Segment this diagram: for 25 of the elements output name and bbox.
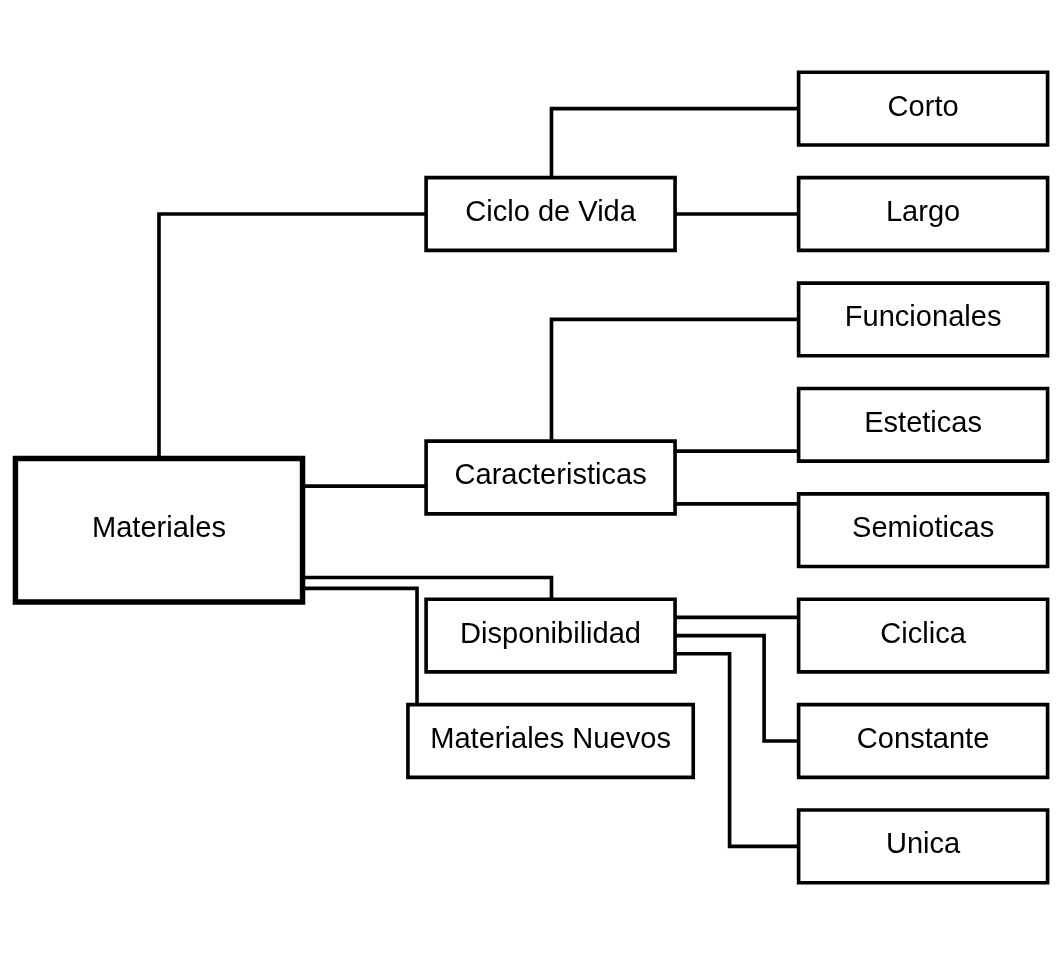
node-box: Largo (796, 175, 1050, 253)
connector (302, 484, 426, 488)
connector (675, 651, 799, 849)
connector (675, 633, 799, 743)
connector (675, 449, 799, 453)
connector (675, 615, 799, 620)
node-box: Constante (796, 702, 1050, 780)
node-box: Semioticas (796, 492, 1050, 569)
connector (157, 212, 426, 458)
connector (303, 586, 419, 705)
connector (549, 317, 799, 441)
connector (675, 502, 799, 506)
node-box: Corto (796, 70, 1050, 147)
node-box: Caracteristicas (424, 439, 677, 516)
node-box: Materiales (12, 455, 306, 605)
node-box: Materiales Nuevos (406, 702, 696, 780)
connector (675, 212, 799, 216)
node-box: Esteticas (796, 386, 1050, 463)
node-box: Ciclo de Vida (424, 175, 677, 253)
node-box: Funcionales (796, 281, 1050, 358)
node-box: Unica (796, 808, 1050, 885)
node-box: Ciclica (796, 597, 1050, 674)
connector (302, 575, 554, 600)
node-box: Disponibilidad (424, 597, 677, 674)
connector (549, 106, 799, 178)
